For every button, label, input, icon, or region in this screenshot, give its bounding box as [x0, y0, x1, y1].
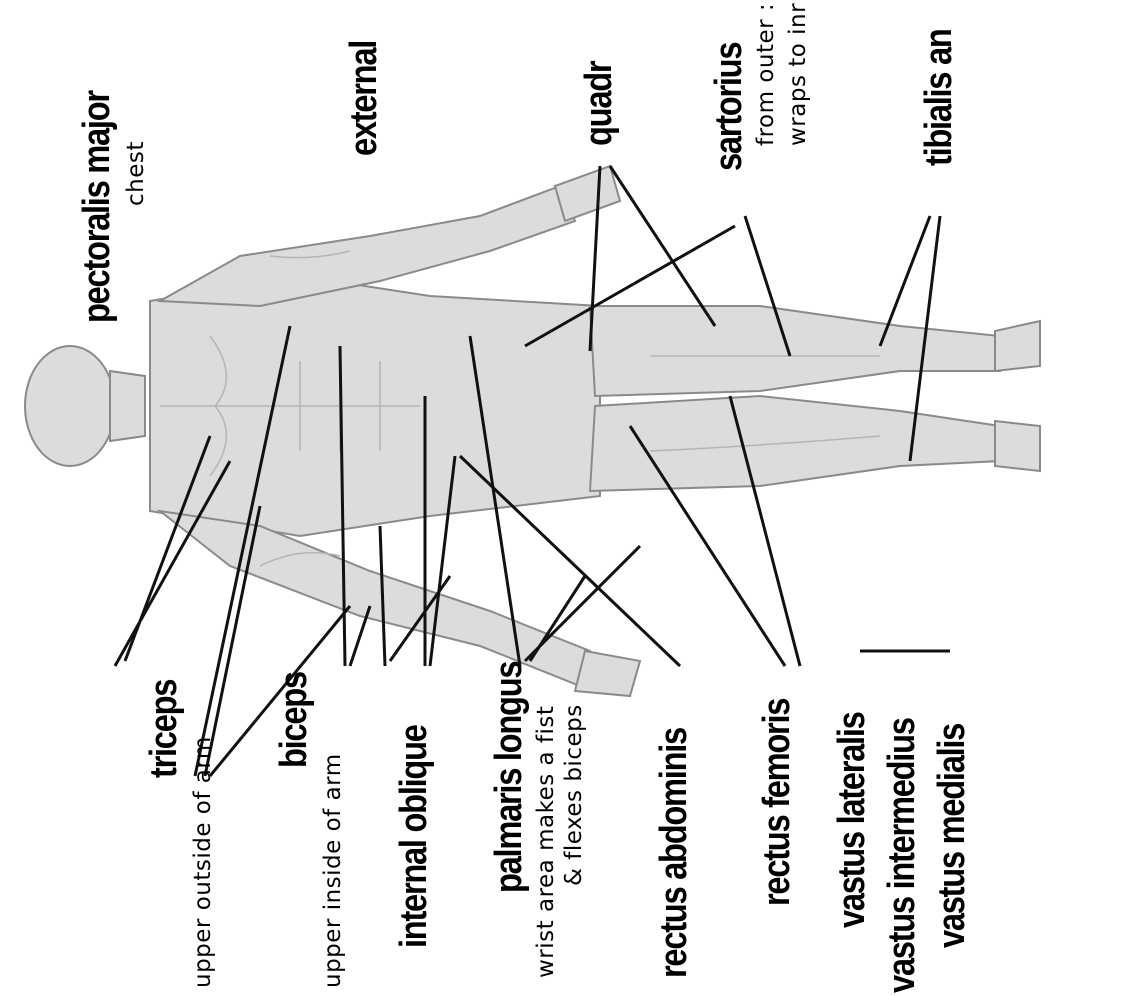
right-hand: [555, 166, 620, 221]
label-palmaris-desc-2: & flexes biceps: [563, 704, 586, 886]
left-hand: [575, 651, 640, 696]
label-sartorius-desc-2: wraps to inr: [787, 3, 810, 146]
label-vastus-medialis: vastus medialis: [933, 724, 971, 948]
right-leg: [590, 306, 1000, 396]
label-palmaris-longus: palmaris longus: [490, 662, 528, 893]
left-foot: [995, 421, 1040, 471]
label-rectus-abdominis: rectus abdominis: [655, 728, 693, 978]
label-rectus-femoris: rectus femoris: [758, 699, 796, 906]
muscle-figure: [25, 166, 1040, 696]
left-leg: [590, 396, 1000, 491]
label-triceps: triceps: [145, 692, 183, 778]
label-pectoralis-desc: chest: [125, 141, 148, 206]
right-foot: [995, 321, 1040, 371]
label-vastus-intermedius: vastus intermedius: [883, 718, 921, 993]
label-quadr: quadr: [580, 62, 618, 146]
label-palmaris-desc-1: wrist area makes a fist: [535, 706, 558, 978]
head: [25, 346, 115, 466]
label-pectoralis-major: pectoralis major: [78, 91, 116, 323]
label-vastus-lateralis: vastus lateralis: [833, 712, 871, 928]
label-external: external: [345, 41, 383, 156]
label-tibialis: tibialis an: [920, 29, 958, 166]
label-biceps: biceps: [275, 672, 313, 768]
label-biceps-desc: upper inside of arm: [322, 753, 345, 988]
label-sartorius: sartorius: [710, 43, 748, 171]
label-internal-oblique: internal oblique: [395, 725, 433, 948]
label-sartorius-desc-1: from outer :: [755, 3, 778, 146]
label-triceps-desc: upper outside of arm: [192, 736, 215, 988]
neck: [110, 371, 145, 441]
